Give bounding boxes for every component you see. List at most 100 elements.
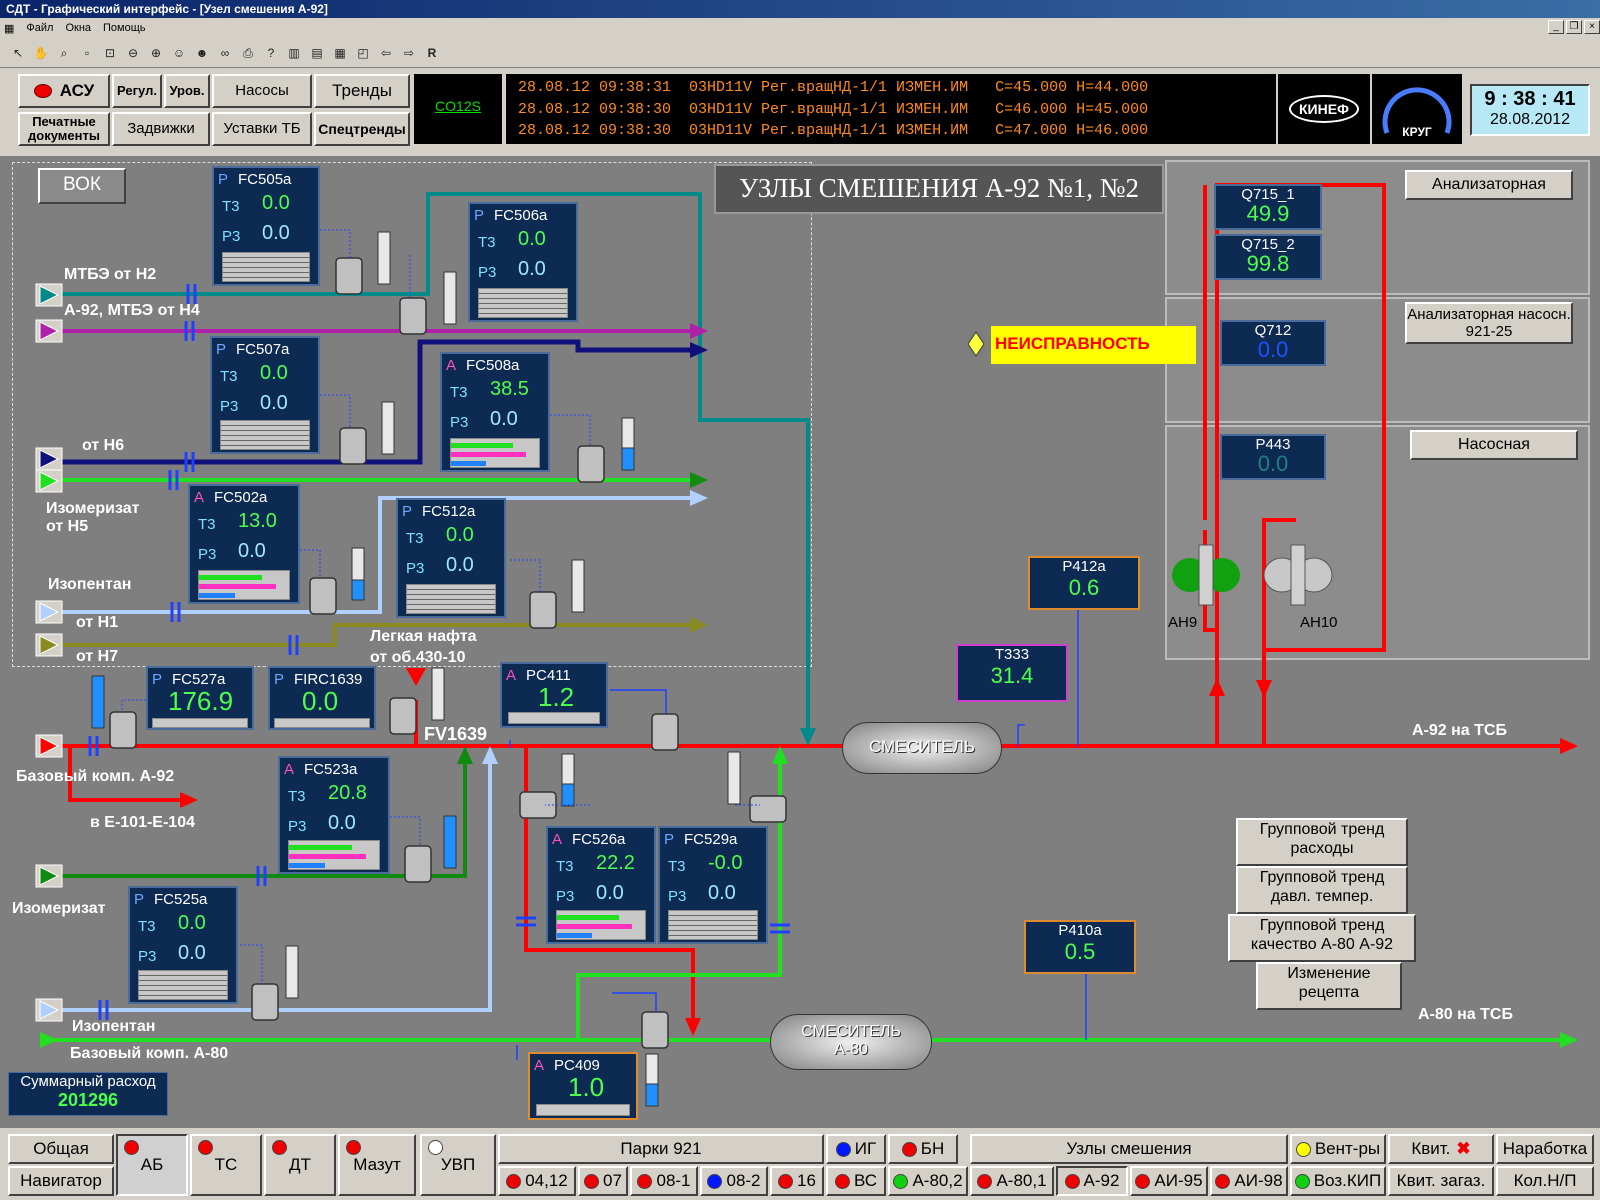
trendy-button[interactable]: Тренды — [314, 74, 410, 108]
led — [835, 1141, 851, 1157]
ts-button[interactable]: ТС — [190, 1134, 262, 1196]
dt-button[interactable]: ДТ — [264, 1134, 336, 1196]
co12s-link[interactable]: CO12S — [414, 74, 502, 144]
uzel-a801-button[interactable]: А-80,1 — [970, 1166, 1054, 1196]
panel-bars — [556, 910, 646, 940]
obshaya-button[interactable]: Общая — [8, 1134, 114, 1164]
park-082-button[interactable]: 08-2 — [700, 1166, 768, 1196]
park-16-button[interactable]: 16 — [770, 1166, 824, 1196]
voz-kip-button[interactable]: Воз.КИП — [1290, 1166, 1386, 1196]
urov-button[interactable]: Уров. — [164, 74, 210, 108]
uzel-a92-button[interactable]: А-92 — [1056, 1166, 1128, 1196]
vs-button[interactable]: ВС — [826, 1166, 886, 1196]
layout3-icon[interactable]: ▦ — [334, 45, 346, 60]
mixer-a92[interactable]: СМЕСИТЕЛЬ — [842, 722, 1002, 774]
menu-windows[interactable]: Окна — [65, 22, 92, 34]
group-trend-quality-button[interactable]: Групповой тренд качество А-80 А-92 — [1228, 914, 1416, 962]
uvp-button[interactable]: УВП — [420, 1134, 496, 1196]
ustavki-button[interactable]: Уставки ТБ — [212, 112, 312, 146]
zoom-in-icon[interactable]: ⊕ — [150, 45, 162, 60]
nasosy-button[interactable]: Насосы — [212, 74, 312, 108]
navigator-button[interactable]: Навигатор — [8, 1166, 114, 1196]
pechat-button[interactable]: Печатные документы — [18, 112, 110, 146]
clock-date: 28.08.2012 — [1489, 111, 1571, 128]
parki-button[interactable]: Парки 921 — [498, 1134, 824, 1164]
zoom-out-icon[interactable]: ⊖ — [127, 45, 139, 60]
users2-icon[interactable]: ☻ — [195, 45, 209, 60]
park-0412-button[interactable]: 04,12 — [498, 1166, 576, 1196]
mazut-button[interactable]: Мазут — [338, 1134, 416, 1196]
layout2-icon[interactable]: ▤ — [311, 45, 323, 60]
kol-np-button[interactable]: Кол.Н/П — [1496, 1166, 1594, 1196]
vok-button[interactable]: ВОК — [38, 168, 126, 204]
bn-button[interactable]: БН — [888, 1134, 958, 1164]
layout1-icon[interactable]: ▥ — [288, 45, 300, 60]
ab-button[interactable]: АБ — [116, 1134, 188, 1196]
narabotka-button[interactable]: Наработка — [1496, 1134, 1594, 1164]
zoom-fit-icon[interactable]: ⊡ — [104, 45, 116, 60]
vent-button[interactable]: Вент-ры — [1290, 1134, 1386, 1164]
restore-icon[interactable]: ❐ — [1566, 20, 1582, 34]
hand-icon[interactable]: ✋ — [33, 45, 49, 60]
regul-button[interactable]: Регул. — [112, 74, 162, 108]
menu-help[interactable]: Помощь — [103, 22, 146, 34]
r-icon[interactable]: R — [427, 45, 437, 60]
group-trend-pressure-button[interactable]: Групповой тренд давл. темпер. — [1236, 866, 1408, 914]
message-log: 28.08.12 09:38:31 03HD11V Рег.вращНД-1/1… — [506, 74, 1276, 144]
line-label: от Н7 — [76, 648, 119, 665]
uzel-ai95-button[interactable]: АИ-95 — [1130, 1166, 1208, 1196]
fault-indicator[interactable]: НЕИСПРАВНОСТЬ — [991, 326, 1196, 364]
users-icon[interactable]: ☺ — [172, 45, 186, 60]
binoculars-icon[interactable]: ∞ — [220, 45, 230, 60]
park-07-button[interactable]: 07 — [578, 1166, 628, 1196]
zoom-1to1-icon[interactable]: ▫ — [84, 45, 90, 60]
line-label: Изомеризат — [12, 900, 106, 917]
forward-icon[interactable]: ⇨ — [403, 45, 415, 60]
window-icon[interactable]: ◰ — [357, 45, 369, 60]
uzly-button[interactable]: Узлы смешения — [970, 1134, 1288, 1164]
uzel-ai98-button[interactable]: АИ-98 — [1210, 1166, 1288, 1196]
minimize-icon[interactable]: _ — [1548, 20, 1564, 34]
asu-button[interactable]: АСУ — [18, 74, 110, 108]
group-trend-flow-button[interactable]: Групповой тренд расходы — [1236, 818, 1408, 866]
kvit-button[interactable]: Квит.✖ — [1388, 1134, 1494, 1164]
zadvizhki-button[interactable]: Задвижки — [112, 112, 210, 146]
magnifier-icon[interactable]: ⌕ — [60, 45, 68, 60]
ig-button[interactable]: ИГ — [826, 1134, 886, 1164]
a802-button[interactable]: А-80,2 — [888, 1166, 968, 1196]
help-icon[interactable]: ? — [267, 45, 275, 60]
back-icon[interactable]: ⇦ — [380, 45, 392, 60]
kvit-zagaz-button[interactable]: Квит. загаз. — [1388, 1166, 1494, 1196]
recipe-change-button[interactable]: Изменение рецепта — [1256, 962, 1402, 1010]
close-icon[interactable]: × — [1584, 20, 1600, 34]
dt-led — [272, 1140, 287, 1155]
menu-file[interactable]: Файл — [26, 22, 54, 34]
park-081-button[interactable]: 08-1 — [630, 1166, 698, 1196]
pointer-icon[interactable]: ↖ — [12, 45, 24, 60]
print-icon[interactable]: ⎙ — [243, 45, 253, 60]
t-label: Т3 — [198, 516, 216, 533]
spectrendy-button[interactable]: Спецтренды — [314, 112, 410, 146]
